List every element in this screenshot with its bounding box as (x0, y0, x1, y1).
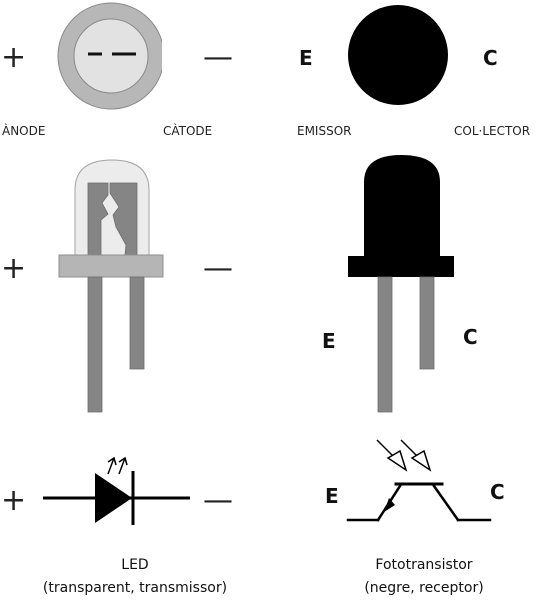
phototransistor-caption: Fototransistor (negre, receptor) (364, 557, 483, 596)
pt-collector-diagonal (432, 484, 460, 522)
led-top-minus: — (203, 40, 233, 75)
phototransistor-top-view: E C EMISSOR COL·LECTOR (297, 0, 530, 138)
led-top-plus: + (1, 40, 26, 75)
pt-collector-lead (419, 276, 435, 370)
led-emission-arrows-icon (107, 456, 128, 475)
pt-dome (364, 155, 440, 256)
anode-label: ÀNODE (2, 123, 45, 138)
led-side-view: + — (1, 159, 233, 413)
led-symbol-icon: + — (1, 456, 233, 525)
led-caption: LED (transparent, transmissor) (43, 557, 227, 596)
led-anode-lead (87, 276, 103, 413)
pt-top-c-letter: C (483, 46, 498, 70)
pt-emitter-lead (377, 276, 393, 413)
led-symbol-minus: — (203, 483, 233, 518)
led-cathode-lead (129, 276, 145, 370)
pt-caption-title: Fototransistor (375, 557, 472, 573)
led-flat-edge (162, 0, 182, 115)
phototransistor-side-view: E C (322, 155, 478, 413)
pt-top-body (348, 5, 448, 105)
pt-symbol-c-letter: C (490, 480, 505, 504)
led-cathode-anvil (109, 182, 138, 256)
led-side-minus: — (203, 251, 233, 286)
emitter-label: EMISSOR (297, 124, 352, 138)
pt-flat-edge (448, 0, 468, 115)
pt-light-arrows-icon (376, 439, 432, 472)
pt-side-c-letter: C (463, 325, 478, 349)
pt-flange (348, 256, 454, 277)
cathode-label: CÀTODE (163, 123, 212, 138)
led-caption-subtitle: (transparent, transmissor) (43, 580, 227, 596)
pt-side-e-letter: E (322, 329, 336, 353)
led-dome (74, 159, 150, 256)
led-symbol-triangle (95, 473, 132, 523)
pt-top-e-letter: E (299, 46, 313, 70)
pt-symbol-e-letter: E (325, 484, 339, 508)
phototransistor-symbol-icon: E C (325, 439, 505, 522)
led-symbol-plus: + (1, 483, 26, 518)
led-caption-title: LED (121, 557, 148, 573)
led-top-view: + — ÀNODE CÀTODE (1, 0, 233, 138)
led-flange (58, 254, 164, 278)
led-side-plus: + (1, 251, 26, 286)
collector-label: COL·LECTOR (454, 124, 530, 138)
pt-emitter-arrow-icon (384, 498, 395, 512)
led-top-lens (73, 18, 149, 94)
pt-caption-subtitle: (negre, receptor) (364, 580, 483, 596)
